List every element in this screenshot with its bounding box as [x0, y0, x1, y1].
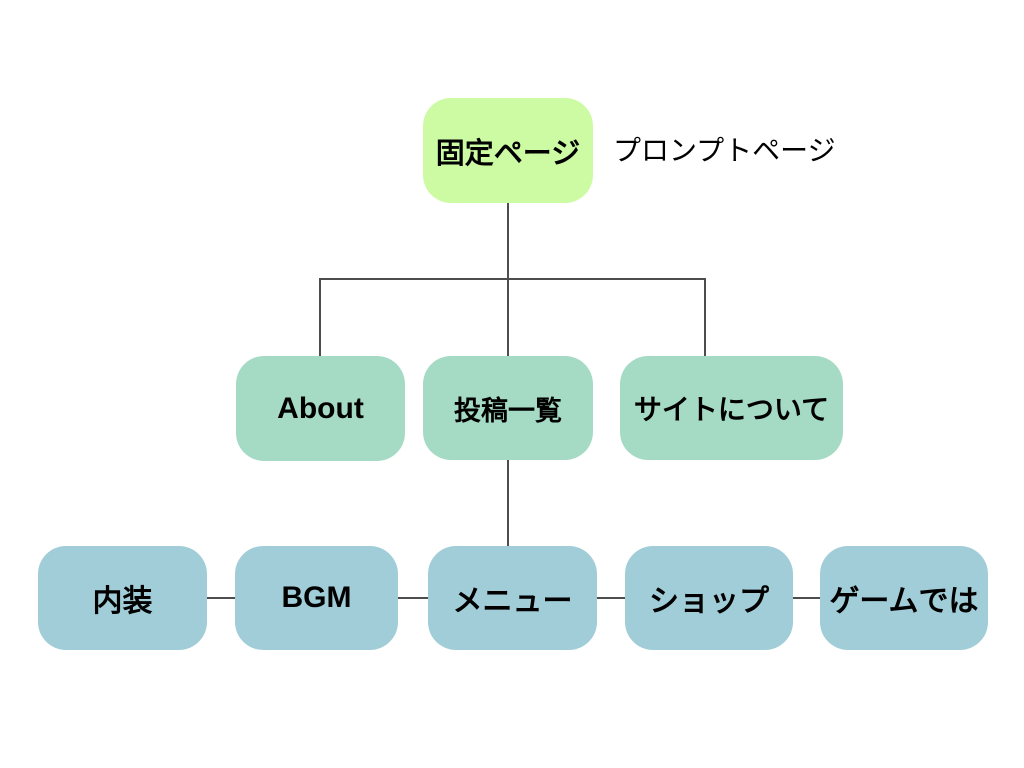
node-menu: メニュー: [428, 546, 597, 650]
node-fixed-pages: 固定ページ: [423, 98, 593, 203]
node-bgm: BGM: [235, 546, 398, 650]
annotation-prompt-page: プロンプトページ: [613, 134, 836, 166]
node-interior: 内装: [38, 546, 207, 650]
node-game: ゲームでは: [820, 546, 988, 650]
node-site-about: サイトについて: [620, 356, 843, 460]
node-shop: ショップ: [625, 546, 793, 650]
node-about: About: [236, 356, 405, 461]
node-post-list: 投稿一覧: [423, 356, 593, 460]
